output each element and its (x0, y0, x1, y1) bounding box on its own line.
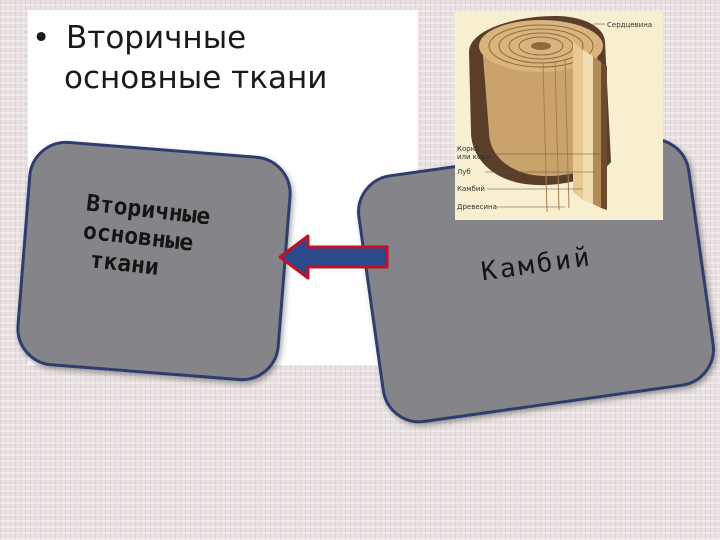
title-line-1: Вторичные (66, 20, 247, 56)
label-phloem: Луб (457, 168, 471, 176)
label-bark: Корка, (457, 145, 482, 153)
secondary-tissue-card: Вторичные основные ткани (13, 137, 295, 385)
stem-crosssection-figure: Сердцевина Корка, или кора Луб Камбий Др… (455, 12, 663, 220)
title-line-2: основные ткани (64, 60, 328, 96)
label-bark-2: или кора (457, 153, 491, 161)
cambium-label: Камбий (479, 242, 595, 288)
secondary-tissue-text: Вторичные основные ткани (78, 189, 212, 287)
stem-drawing (469, 16, 611, 213)
bullet-marker: • (32, 20, 51, 56)
label-heartwood: Сердцевина (607, 21, 653, 29)
slide-title: • Вторичные основные ткани (32, 18, 412, 98)
label-wood: Древесина (457, 203, 497, 211)
label-cambium: Камбий (457, 185, 485, 193)
left-arrow-icon (278, 234, 389, 280)
